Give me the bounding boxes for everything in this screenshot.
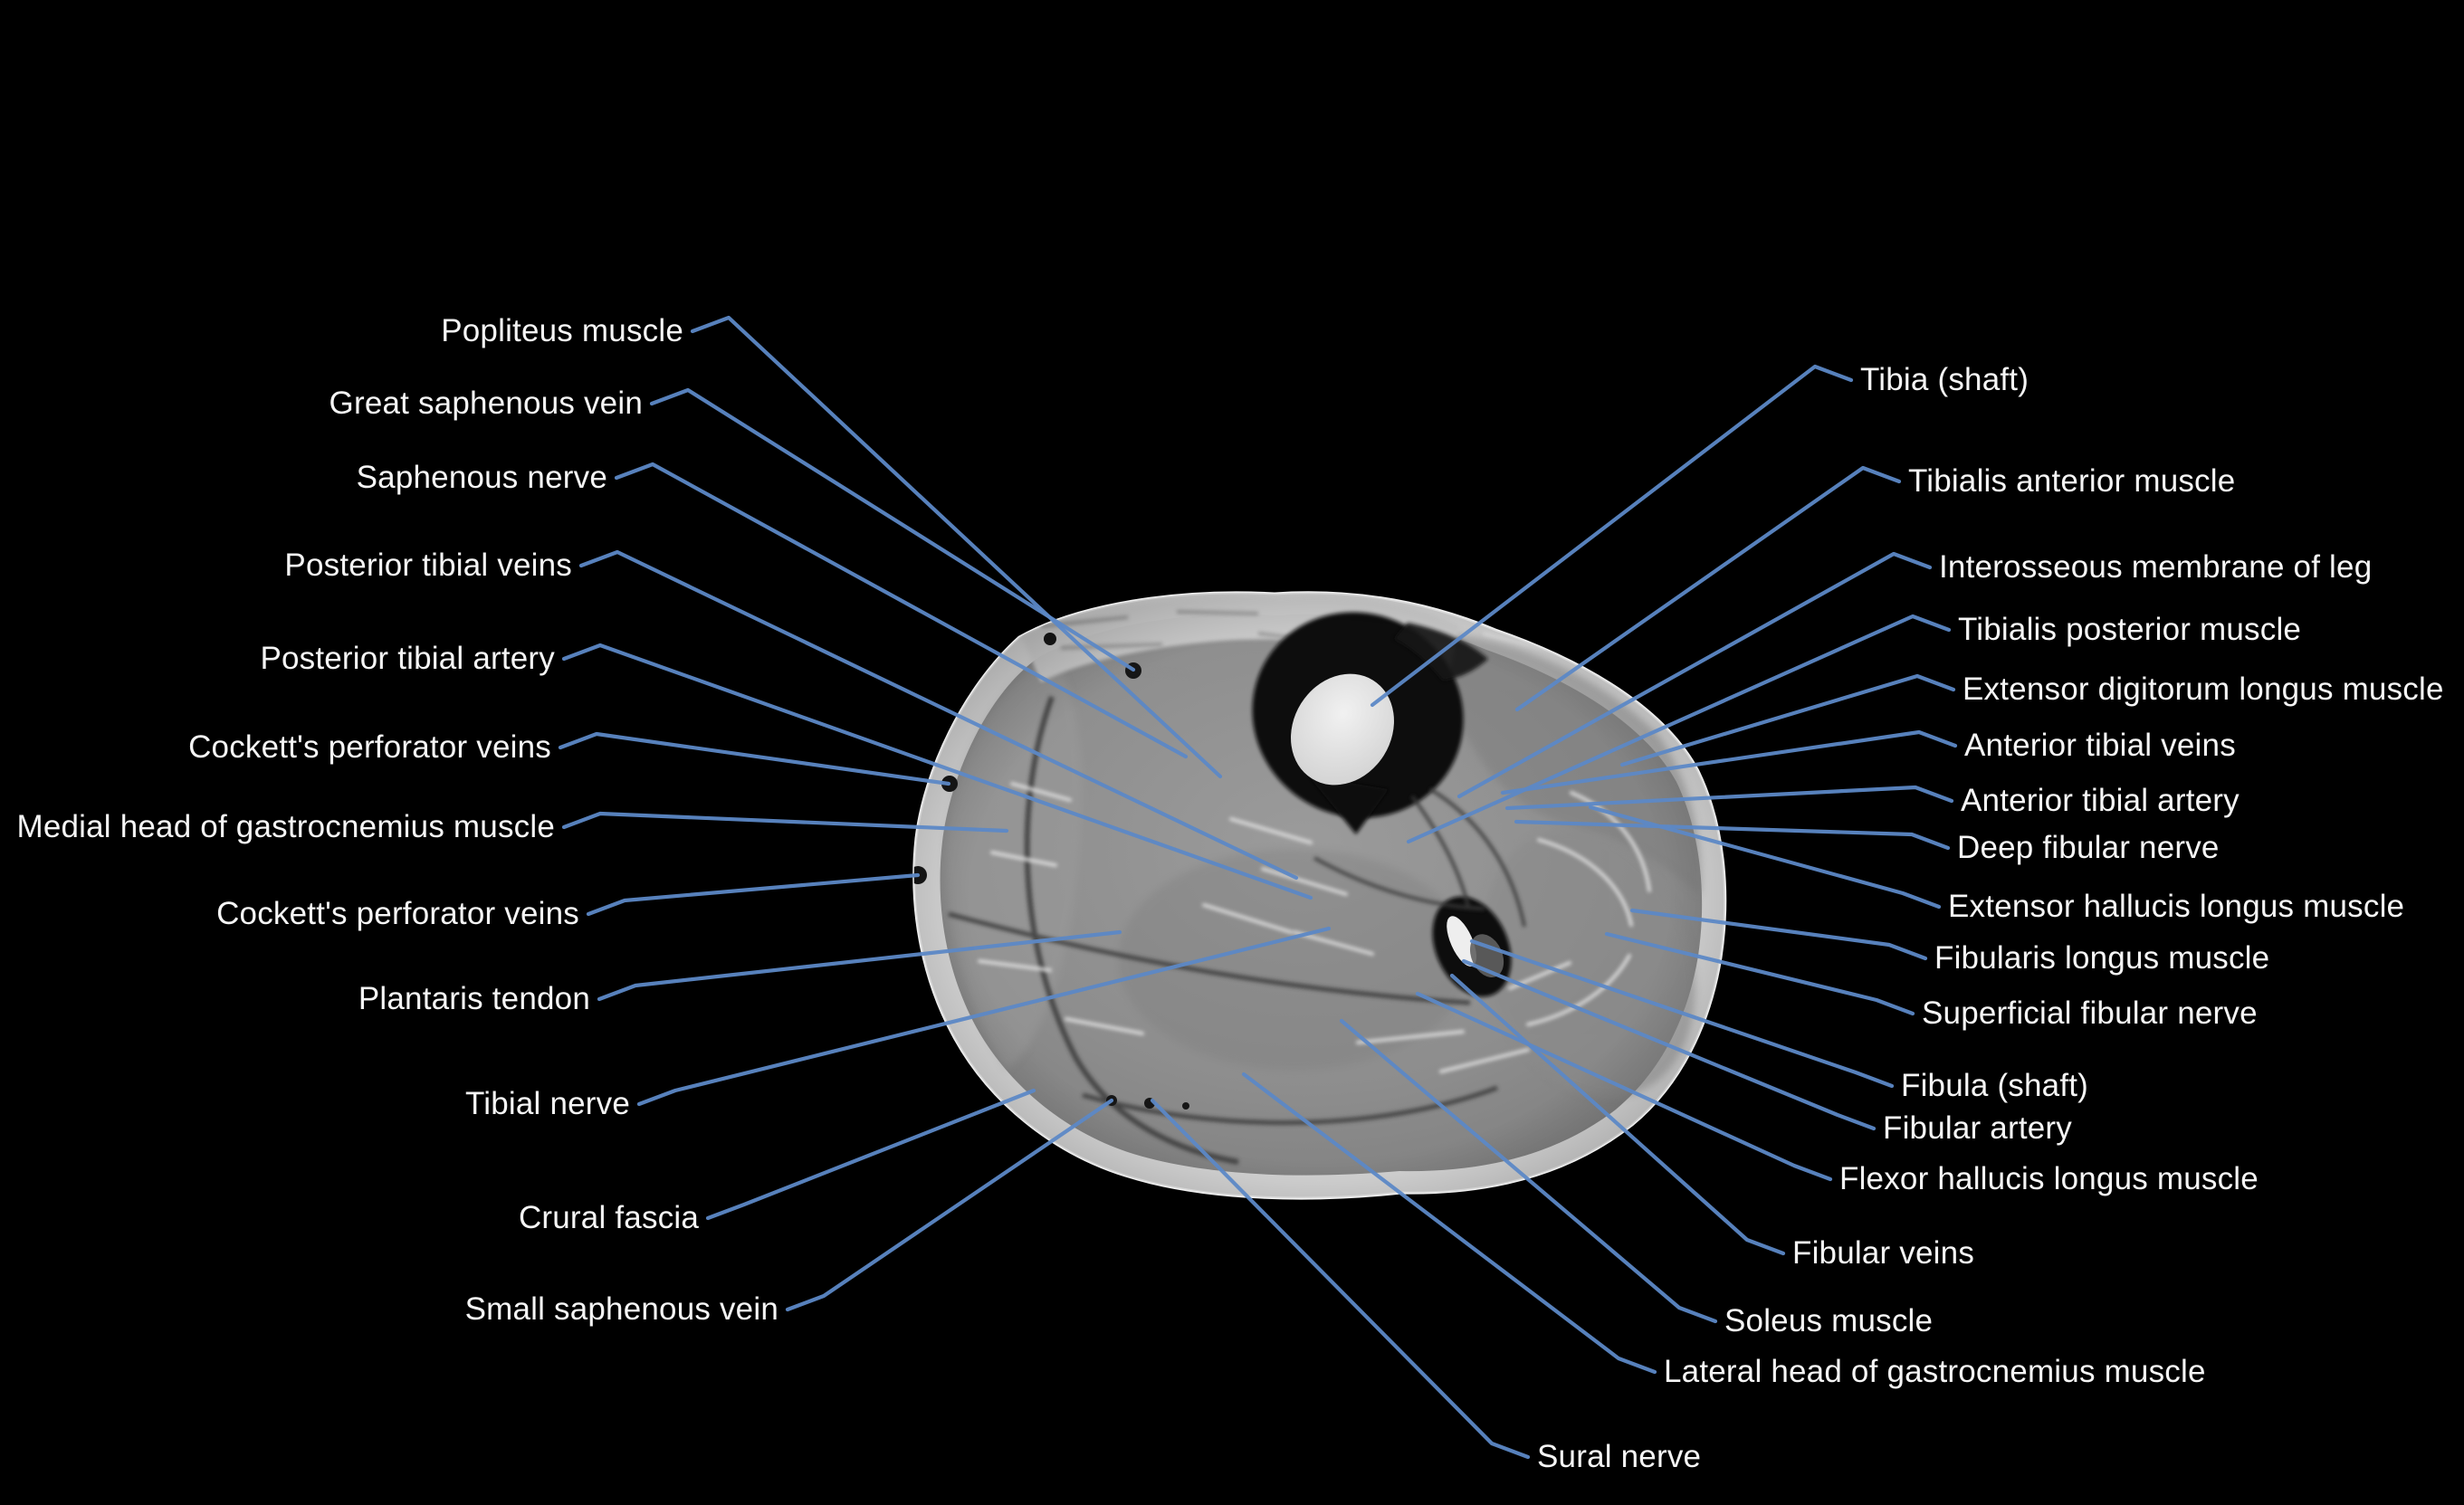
leader-line-extensor-digitorum-longus-muscle	[1619, 673, 1956, 767]
leader-line-posterior-tibial-artery	[561, 643, 1313, 900]
leader-line-fibularis-longus-muscle	[1629, 908, 1928, 961]
leader-line-tibialis-anterior-muscle	[1514, 465, 1902, 712]
leader-line-deep-fibular-nerve	[1514, 819, 1951, 851]
leader-line-tibial-nerve	[636, 926, 1332, 1107]
leader-line-small-saphenous-vein	[785, 1098, 1114, 1312]
leader-lines-layer	[558, 315, 1958, 1460]
leader-line-posterior-tibial-veins	[578, 549, 1299, 881]
leader-line-lateral-head-of-gastrocnemius-muscle	[1241, 1072, 1657, 1375]
leader-line-soleus-muscle	[1339, 1018, 1718, 1324]
leader-line-anterior-tibial-veins	[1500, 729, 1958, 795]
leader-line-plantaris-tendon	[597, 929, 1122, 1002]
leader-line-fibular-veins	[1449, 973, 1786, 1256]
leader-line-crural-fascia	[705, 1088, 1036, 1221]
leader-line-cockett-s-perforator-veins	[558, 731, 951, 786]
leader-line-great-saphenous-vein	[649, 387, 1136, 672]
leader-line-fibula-shaft	[1469, 938, 1895, 1089]
leader-line-anterior-tibial-artery	[1504, 785, 1954, 811]
leader-line-tibia-shaft	[1370, 364, 1854, 708]
leader-line-saphenous-nerve	[614, 462, 1189, 759]
leader-line-cockett-s-perforator-veins	[586, 872, 921, 917]
leader-line-interosseous-membrane-of-leg	[1456, 551, 1933, 799]
leader-line-medial-head-of-gastrocnemius-muscle	[561, 811, 1009, 833]
leader-line-tibialis-posterior-muscle	[1406, 614, 1952, 844]
leader-line-superficial-fibular-nerve	[1604, 931, 1915, 1016]
leader-line-flexor-hallucis-longus-muscle	[1415, 991, 1833, 1182]
leader-line-fibular-artery	[1461, 958, 1877, 1131]
leader-line-sural-nerve	[1150, 1098, 1531, 1460]
leader-line-extensor-hallucis-longus-muscle	[1588, 805, 1942, 910]
